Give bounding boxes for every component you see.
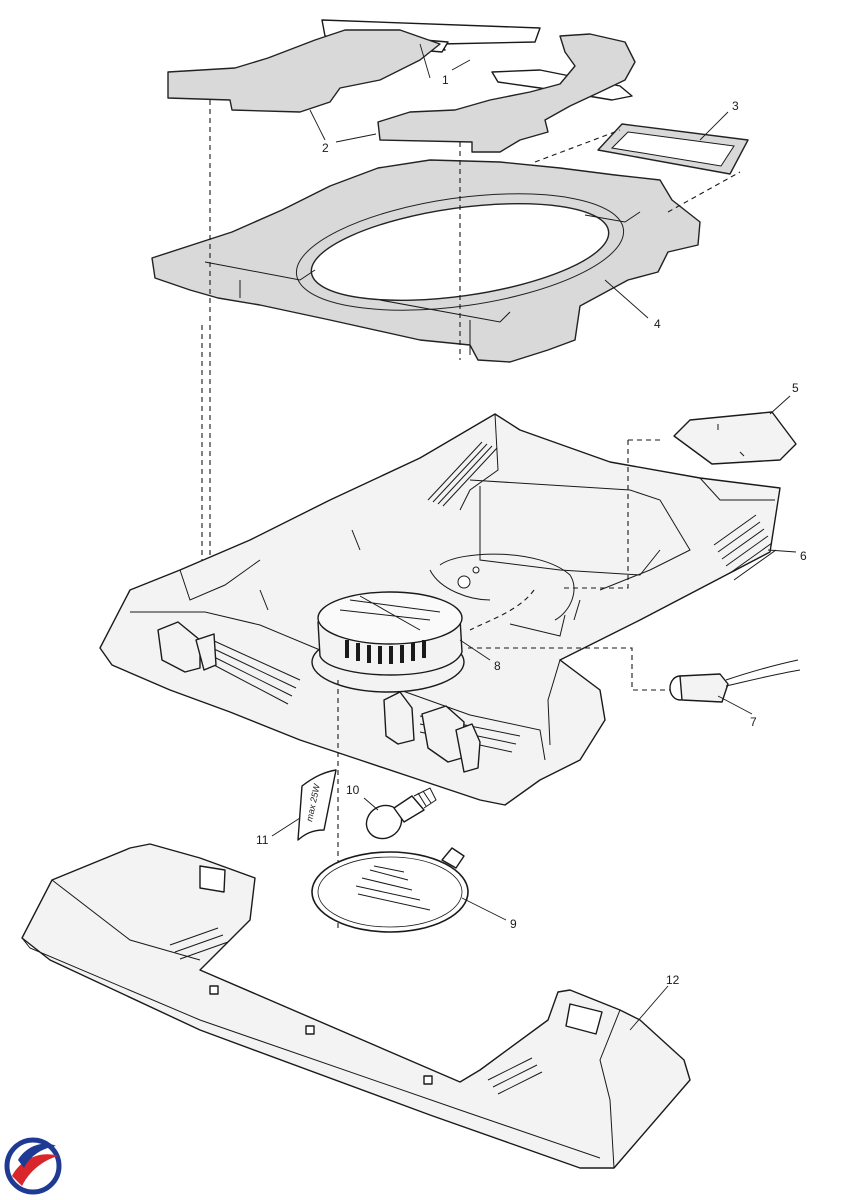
part-9-lamp-cover <box>311 847 469 933</box>
part-10-bulb <box>365 787 437 840</box>
callout-7: 7 <box>750 715 757 729</box>
callout-9: 9 <box>510 917 517 931</box>
brand-logo <box>4 1137 62 1195</box>
callout-6: 6 <box>800 549 807 563</box>
leader-lines <box>271 43 797 1031</box>
part-4-foam-insulation-base <box>151 159 701 363</box>
front-panel-vents-left <box>169 927 229 960</box>
callout-3: 3 <box>732 99 739 113</box>
callout-1: 1 <box>442 73 449 87</box>
part-8-lamp-holder <box>311 591 465 693</box>
callout-4: 4 <box>654 317 661 331</box>
lamp-holder-slots <box>345 640 426 664</box>
tray-vents-back <box>427 441 498 507</box>
callout-10: 10 <box>346 783 360 797</box>
part-5-cover-plate <box>673 411 797 465</box>
callout-11: 11 <box>256 833 269 847</box>
callout-5: 5 <box>792 381 799 395</box>
tray-vents-right <box>713 514 777 581</box>
callout-12: 12 <box>666 973 680 987</box>
part-3-gasket-frame <box>597 123 749 175</box>
callout-8: 8 <box>494 659 501 673</box>
part-11-label: max 25W <box>297 769 337 841</box>
part-12-front-panel <box>21 843 691 1169</box>
callout-2: 2 <box>322 141 329 155</box>
part-7-indicator-lamp <box>669 659 801 703</box>
part-2-foam-pads <box>167 29 636 153</box>
front-panel-vents-right <box>487 1057 543 1095</box>
callouts: 1 2 3 4 5 6 7 8 9 10 11 12 <box>256 73 807 987</box>
